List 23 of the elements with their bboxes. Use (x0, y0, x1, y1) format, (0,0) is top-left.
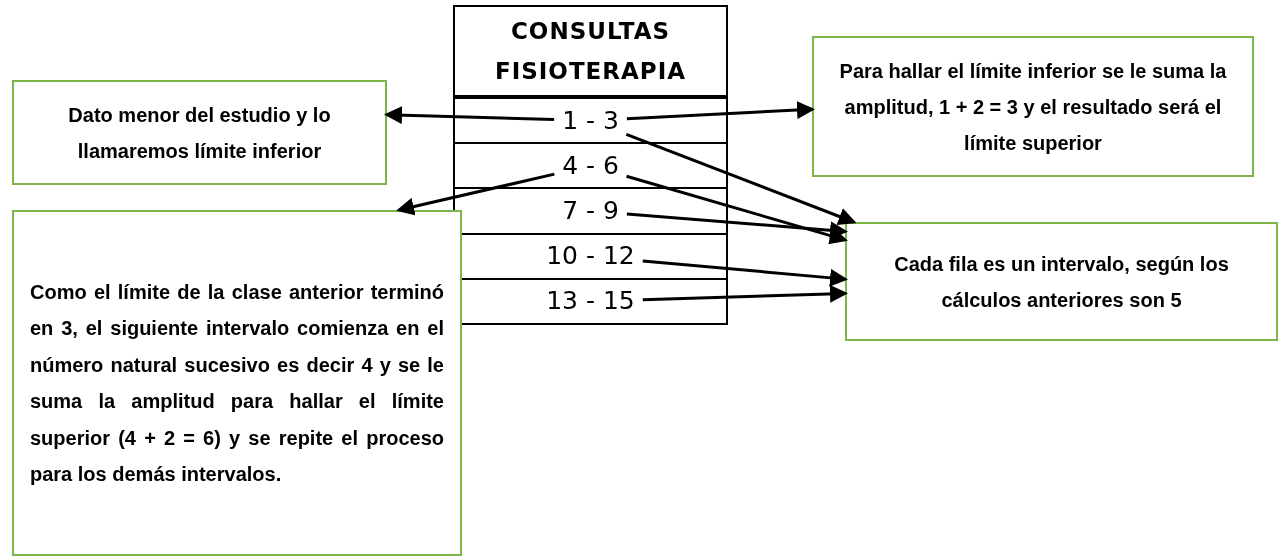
interval-text: 1 - 3 (562, 105, 619, 136)
note-box (12, 80, 387, 185)
arrow (625, 133, 857, 225)
arrow (642, 259, 848, 287)
note-text: Como el límite de la clase anterior terminó en 3, el siguiente intervalo comienza en el número natural sucesivo es decir 4 y se le suma la amplitud para hallar el límite superior (4 + 2 = 6) y se repite el proceso para los demás intervalos. (30, 279, 444, 487)
arrow (626, 212, 848, 240)
arrow (396, 172, 555, 216)
table-header: CONSULTAS FISIOTERAPIA (493, 17, 688, 86)
arrow (642, 284, 848, 303)
note-box (812, 36, 1254, 177)
interval-text: 10 - 12 (546, 241, 635, 272)
arrow (384, 106, 555, 125)
note-text: Para hallar el límite inferior se le suma la amplitud, 1 + 2 = 3 y el resultado será el límite superior (838, 58, 1228, 156)
interval-text: 4 - 6 (562, 150, 619, 181)
interval-text: 13 - 15 (546, 286, 635, 317)
note-box (12, 210, 462, 556)
arrow (626, 101, 815, 121)
interval-text: 7 - 9 (562, 196, 619, 226)
note-text: Dato menor del estudio y lo llamaremos límite inferior (67, 102, 332, 164)
table (453, 5, 728, 325)
note-box (845, 222, 1278, 341)
arrow (626, 174, 848, 245)
note-text: Cada fila es un intervalo, según los cálculos anteriores son 5 (893, 251, 1230, 313)
